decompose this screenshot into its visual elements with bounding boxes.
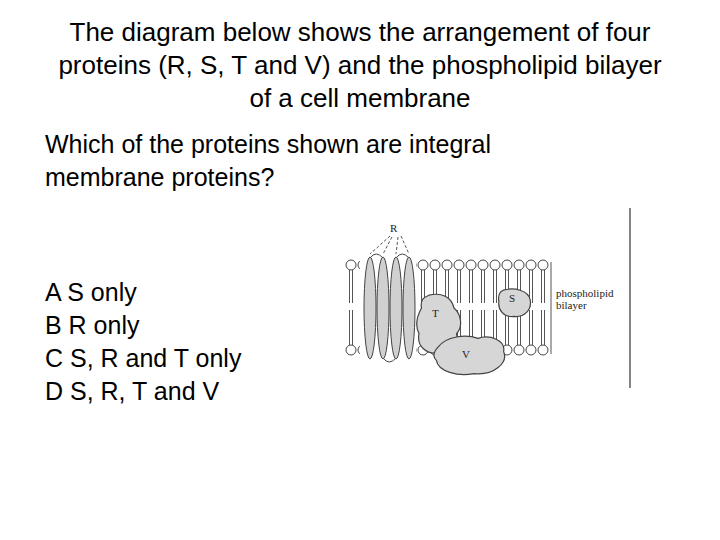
answer-option: D S, R, T and V [45,376,219,406]
leader-lines [370,236,409,254]
protein-letter: S [509,292,515,304]
question-text: Which of the proteins shown are integral… [45,128,605,194]
answer-option: C S, R and T only [45,343,241,373]
protein-r [360,254,416,362]
answer-option: B R only [45,310,139,340]
frame-line [629,208,630,388]
bilayer-bracket [551,262,552,354]
protein-outline [430,334,510,378]
protein-letter: V [462,348,470,360]
bilayer-label: phospholipid bilayer [556,287,628,311]
protein-s: S [496,287,532,319]
protein-label: R [390,222,397,234]
protein-v: V [430,334,510,378]
title-text: The diagram below shows the arrangement … [55,16,665,115]
answer-option: A S only [45,277,137,307]
protein-letter: T [432,307,439,319]
